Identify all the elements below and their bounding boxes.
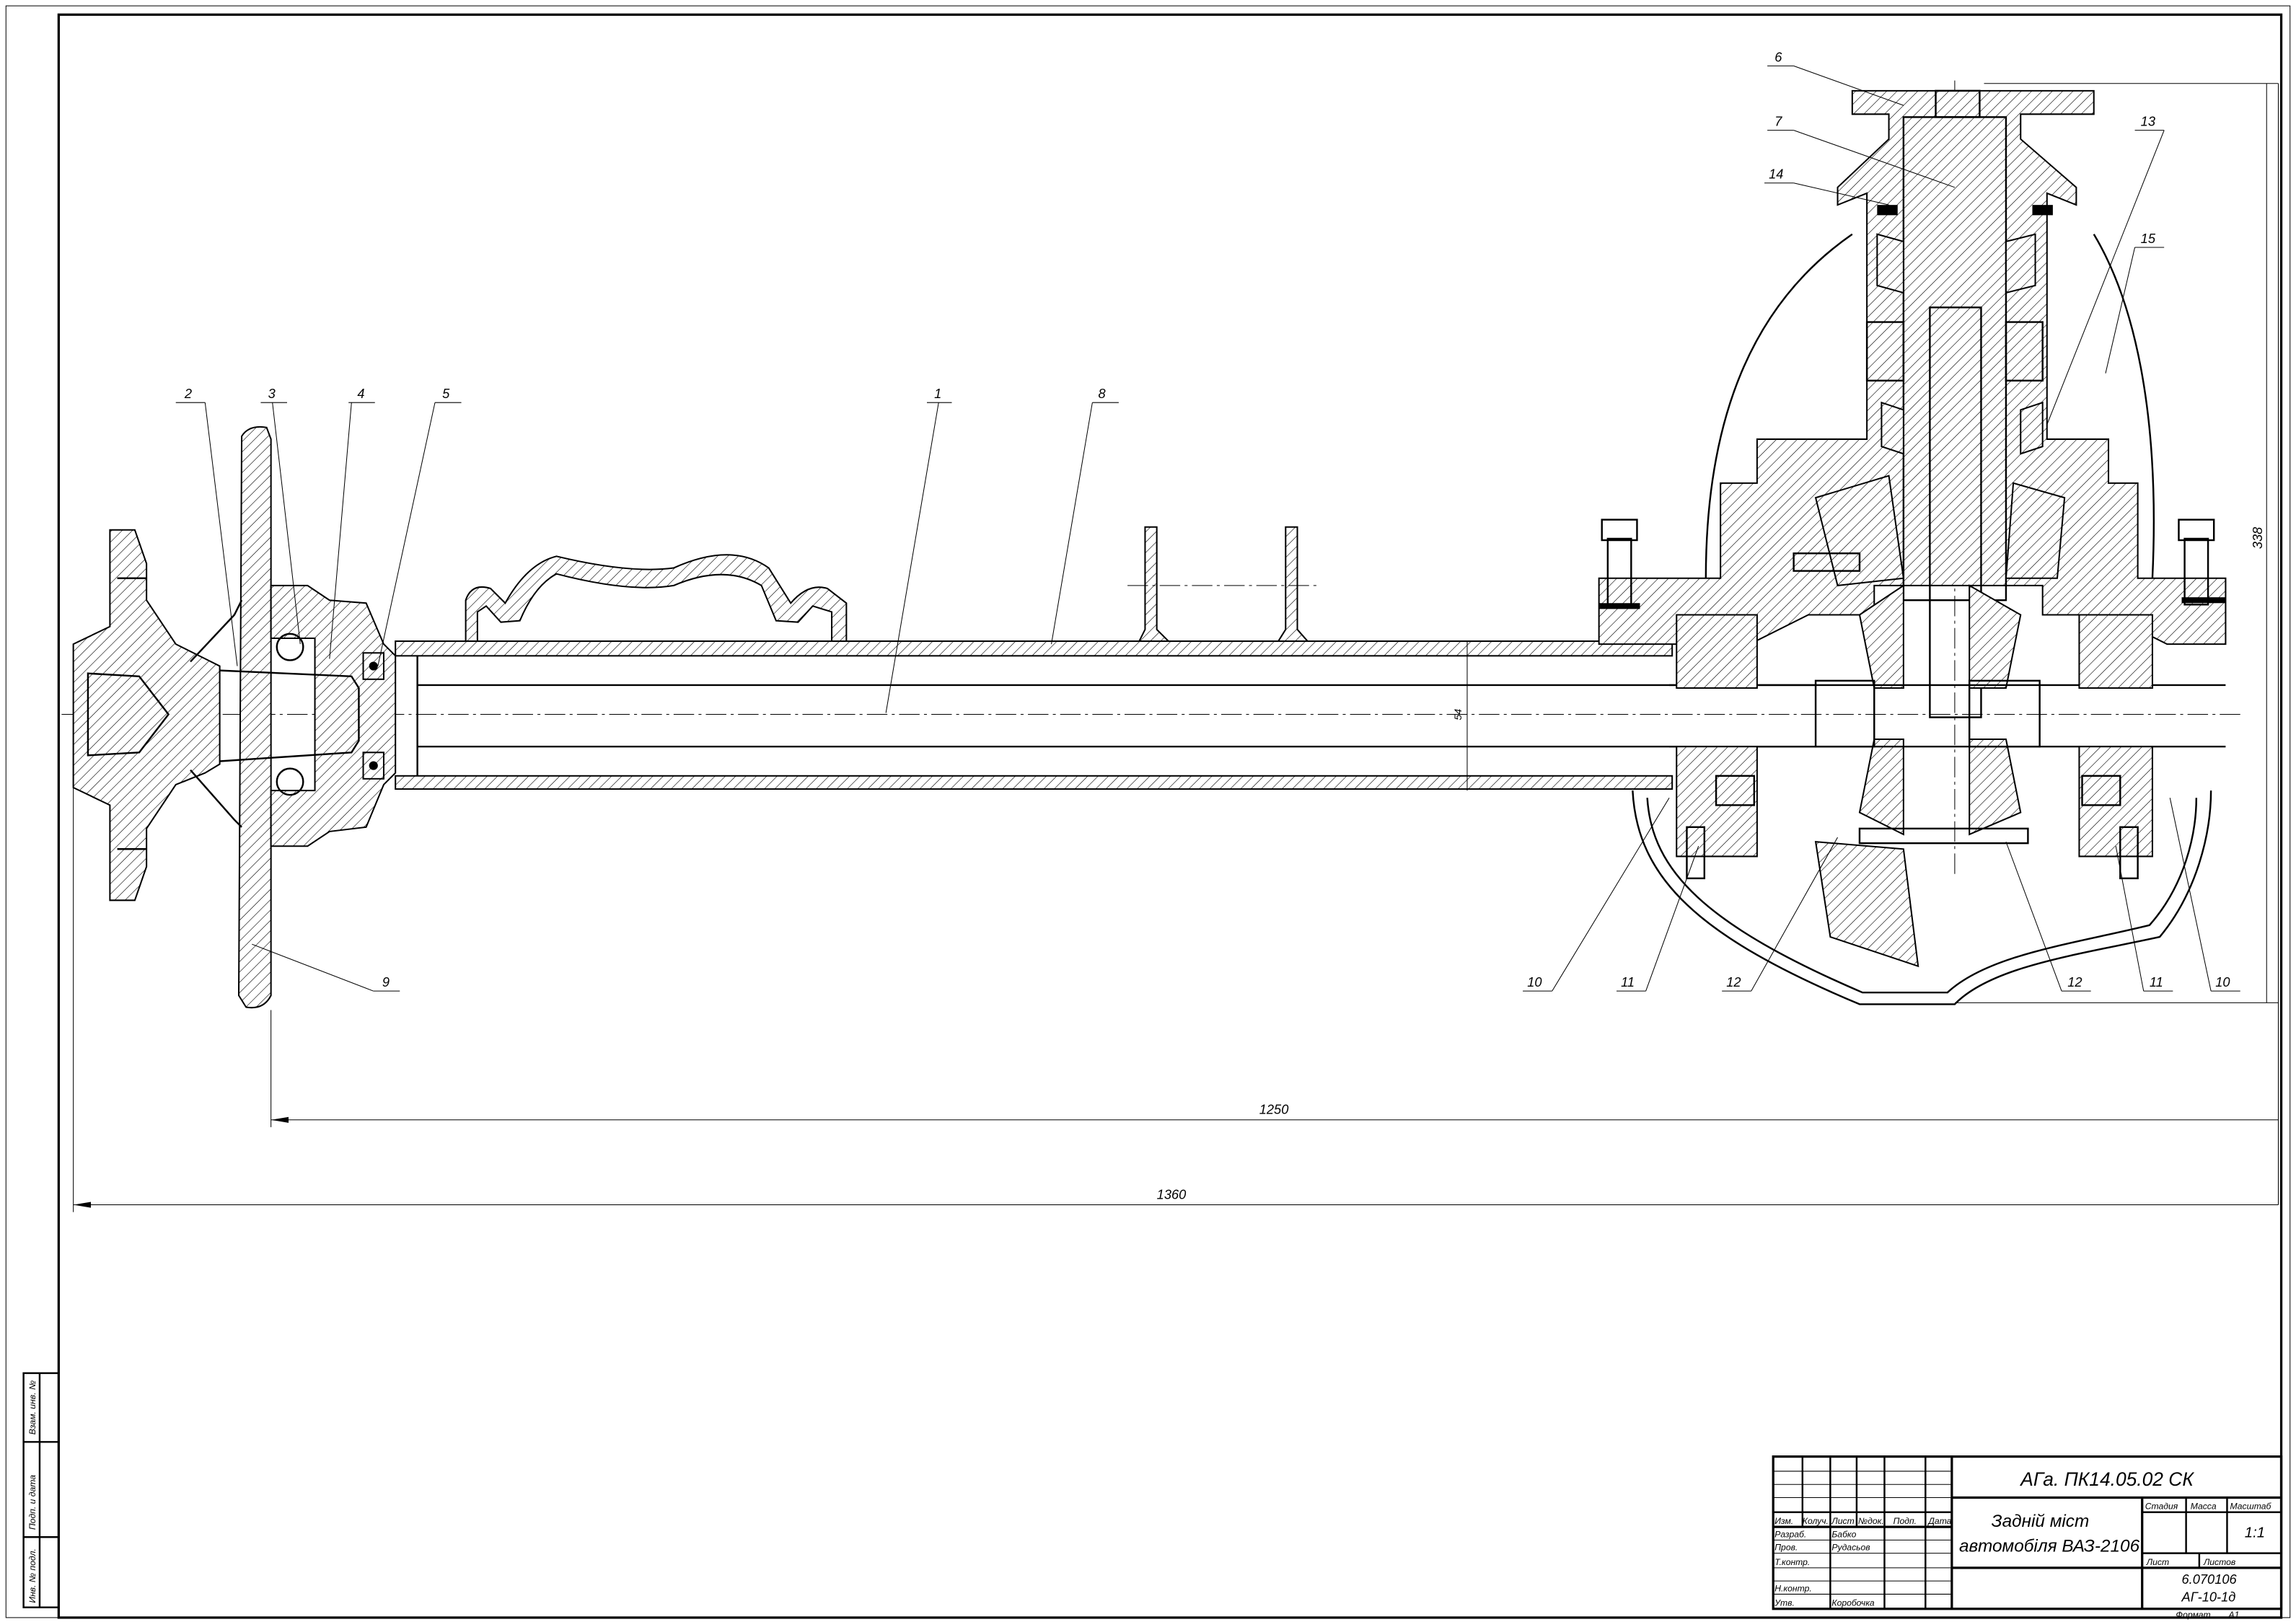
title_block-mass_label: Масса	[2191, 1502, 2217, 1512]
drawing-callouts-2: 3	[268, 386, 276, 401]
drawing-callouts-8: 9	[382, 974, 390, 989]
callout-3: 3	[260, 386, 301, 645]
title_block-stage_label: Стадия	[2145, 1502, 2178, 1512]
dimension-brake: 1250	[270, 1010, 2279, 1127]
brake-shield	[237, 426, 272, 1009]
callout-7: 7	[1767, 114, 1956, 188]
title_block-roles-utv: Утв.	[1774, 1598, 1795, 1608]
title_block-roles-nkontr: Н.контр.	[1774, 1583, 1811, 1593]
side-stamp-inv-podl: Инв. № подл.	[27, 1548, 38, 1603]
callout-1: 1	[885, 386, 952, 713]
title_block-headers-data: Дата	[1927, 1516, 1951, 1526]
drawing-callouts-12: 13	[2141, 114, 2155, 129]
dimension-shaft-diameter: 54	[1453, 644, 1468, 791]
callout-8: 8	[1051, 386, 1119, 645]
group-code: АГ-10-1д	[2181, 1590, 2236, 1605]
callout-11-left: 11	[1617, 846, 1699, 992]
drawing-title-line1: Задній міст	[1992, 1512, 2090, 1531]
side-stamp-vzam: Взам. инв. №	[27, 1380, 38, 1434]
drawing-callouts-0: 1	[934, 386, 941, 401]
dimension-338: 338	[2250, 526, 2265, 549]
callout-14: 14	[1764, 167, 1889, 206]
dimension-overall: 1360	[73, 687, 2279, 1212]
title_block-scale_label: Масштаб	[2230, 1502, 2272, 1512]
spring-pad	[465, 554, 848, 643]
title_block-roles-razrab: Разраб.	[1774, 1529, 1806, 1539]
title_block-headers-podp: Подп.	[1893, 1516, 1917, 1526]
dimension-height: 338	[1954, 83, 2279, 1205]
side-stamp-podp-data: Подп. и дата	[27, 1475, 38, 1530]
callout-6: 6	[1767, 49, 1904, 106]
bearing-housing	[219, 584, 397, 847]
drawing-callouts_bottom-1: 11	[1621, 974, 1635, 989]
org-code: 6.070106	[2182, 1572, 2238, 1587]
drawing-callouts_bottom-4: 11	[2150, 974, 2163, 989]
drawing-callouts_bottom-0: 10	[1527, 974, 1541, 989]
mounting-brackets	[1127, 526, 1318, 643]
title_block-sheets_label: Листов	[2203, 1557, 2235, 1567]
checker-name: Рудасьов	[1831, 1543, 1870, 1553]
callout-10-left: 10	[1523, 797, 1670, 992]
callout-15: 15	[2105, 231, 2165, 374]
drawing-callouts-5: 6	[1774, 49, 1782, 64]
drawing-title-line2: автомобіля ВАЗ-2106	[1959, 1537, 2140, 1556]
drawing-callouts-6: 7	[1774, 114, 1782, 129]
format-value: А1	[2227, 1610, 2239, 1620]
title_block-roles-prov: Пров.	[1774, 1543, 1798, 1553]
title_block-headers-ndok: №док.	[1858, 1516, 1884, 1526]
drawing-callouts-14: 15	[2141, 231, 2156, 246]
title_block-roles-tkontr: Т.контр.	[1774, 1557, 1810, 1567]
callout-12-right: 12	[2005, 841, 2091, 992]
drawing-callouts-13: 14	[1769, 167, 1783, 182]
title_block-headers-izm: Изм.	[1774, 1516, 1793, 1526]
callout-12-left: 12	[1722, 837, 1838, 992]
title_block-sheet_label: Лист	[2146, 1557, 2169, 1567]
drawing-callouts-7: 8	[1098, 386, 1106, 401]
drawing-callouts-1: 2	[184, 386, 192, 401]
approver-name: Коробочка	[1831, 1598, 1875, 1608]
developer-name: Бабко	[1831, 1529, 1856, 1539]
callout-10-right: 10	[2169, 798, 2240, 992]
wheel-flange	[72, 529, 221, 902]
title-block: АГа. ПК14.05.02 СК Задній міст автомобіл…	[1772, 1455, 2283, 1620]
dimension-1360: 1360	[1157, 1186, 1187, 1202]
callout-9: 9	[252, 943, 400, 992]
side-stamp: Взам. инв. № Подп. и дата Инв. № подл.	[22, 1372, 60, 1608]
drawing-callouts_bottom-5: 10	[2215, 974, 2230, 989]
dimension-54: 54	[1453, 709, 1464, 720]
dimension-1250: 1250	[1259, 1102, 1289, 1117]
callout-4: 4	[329, 386, 375, 659]
differential-housing	[1598, 89, 2227, 1005]
drawing-frame	[57, 13, 2283, 1619]
axle-tube	[395, 640, 1816, 791]
title_block-format_label: Формат	[2176, 1610, 2210, 1620]
callout-5: 5	[377, 386, 462, 666]
callout-13: 13	[2046, 114, 2165, 425]
document-code: АГа. ПК14.05.02 СК	[2019, 1468, 2194, 1490]
drawing-callouts-4: 5	[442, 386, 450, 401]
drawing-callouts_bottom-3: 12	[2067, 974, 2082, 989]
callout-11-right: 11	[2115, 846, 2173, 992]
drawing-callouts-3: 4	[357, 386, 364, 401]
title_block-headers-list: Лист	[1831, 1516, 1854, 1526]
callout-2: 2	[175, 386, 238, 666]
drawing-callouts_bottom-2: 12	[1726, 974, 1741, 989]
title_block-headers-kol: Колуч.	[1803, 1516, 1829, 1526]
scale-value: 1:1	[2245, 1525, 2265, 1541]
